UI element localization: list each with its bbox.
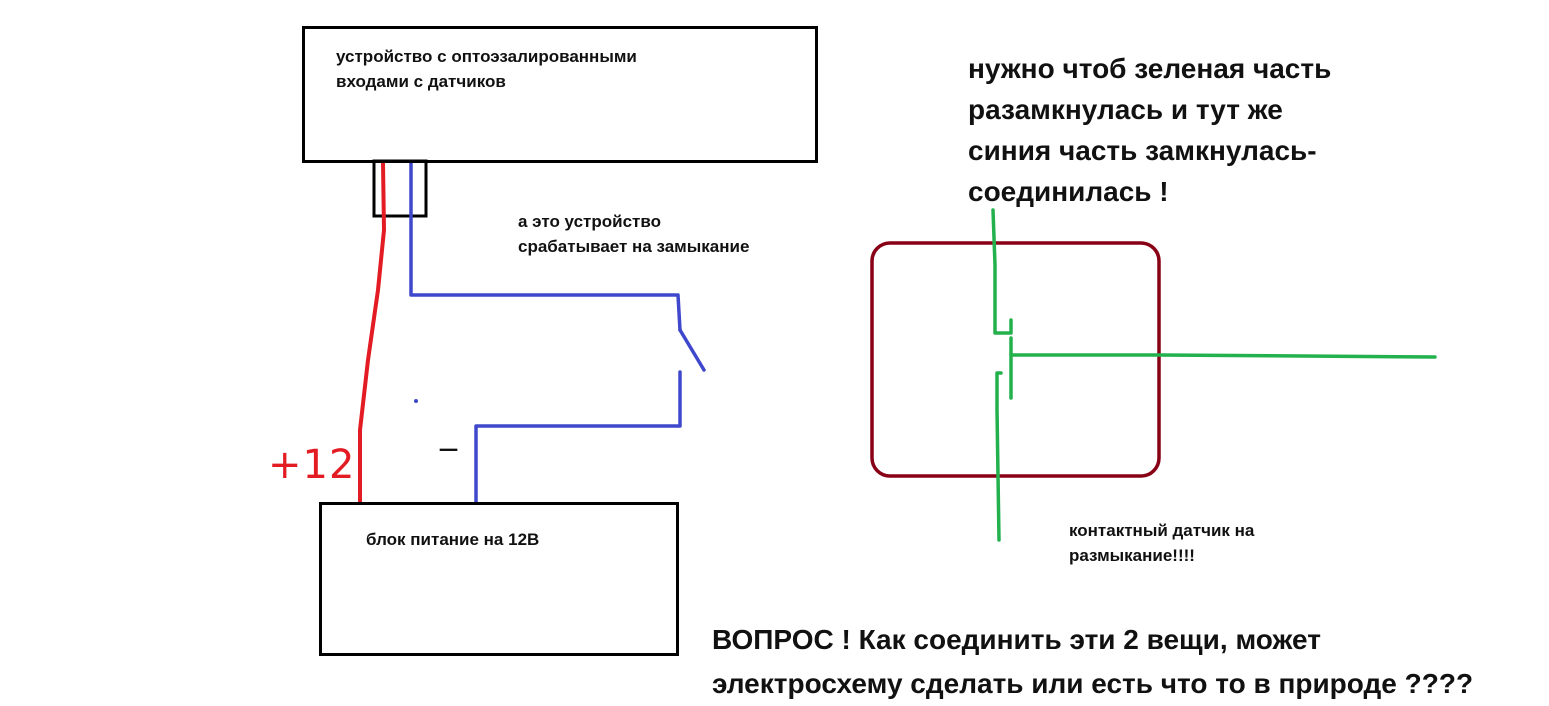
stray-dot [414,399,418,403]
sensor-label-line-2: размыканиe!!!! [1069,546,1195,565]
closing-device-note-line-2: срабатывает на замыкание [518,237,750,256]
question-line-1: ВОПРОС ! Как соединить эти 2 вещи, может [712,624,1321,655]
closing-device-note-line-1: а это устройство [518,212,661,231]
requirement-note-line-2: разамкнулась и тут же [968,94,1283,125]
device-label-line-2: входами с датчиков [336,72,506,91]
question: ВОПРОС ! Как соединить эти 2 вещи, может… [712,618,1473,706]
requirement-note: нужно чтоб зеленая часть разамкнулась и … [968,48,1331,212]
switch-blade [678,328,706,372]
minus-label: _ [440,412,458,452]
power-supply-box [319,502,679,656]
sensor-contacts [991,208,1437,542]
device-label: устройство с оптоэзалированными входами … [336,44,637,94]
minus-wire-to-switch [409,161,682,332]
sensor-label: контактный датчик на размыканиe!!!! [1069,518,1254,568]
question-line-2: электросхему сделать или есть что то в п… [712,668,1474,699]
requirement-note-line-3: синия часть замкнулась- [968,135,1317,166]
device-label-line-1: устройство с оптоэзалированными [336,47,637,66]
sensor-label-line-1: контактный датчик на [1069,521,1255,540]
sensor-enclosure [870,241,1161,478]
device-box [302,26,818,163]
minus-wire-to-supply [474,370,682,505]
power-supply-label: блок питание на 12В [366,530,540,549]
requirement-note-line-1: нужно чтоб зеленая часть [968,53,1332,84]
plus-12-label: +12 [268,442,356,488]
requirement-note-line-4: соединилась ! [968,176,1169,207]
plus-wire [358,161,386,505]
closing-device-note: а это устройство срабатывает на замыкани… [518,209,749,259]
